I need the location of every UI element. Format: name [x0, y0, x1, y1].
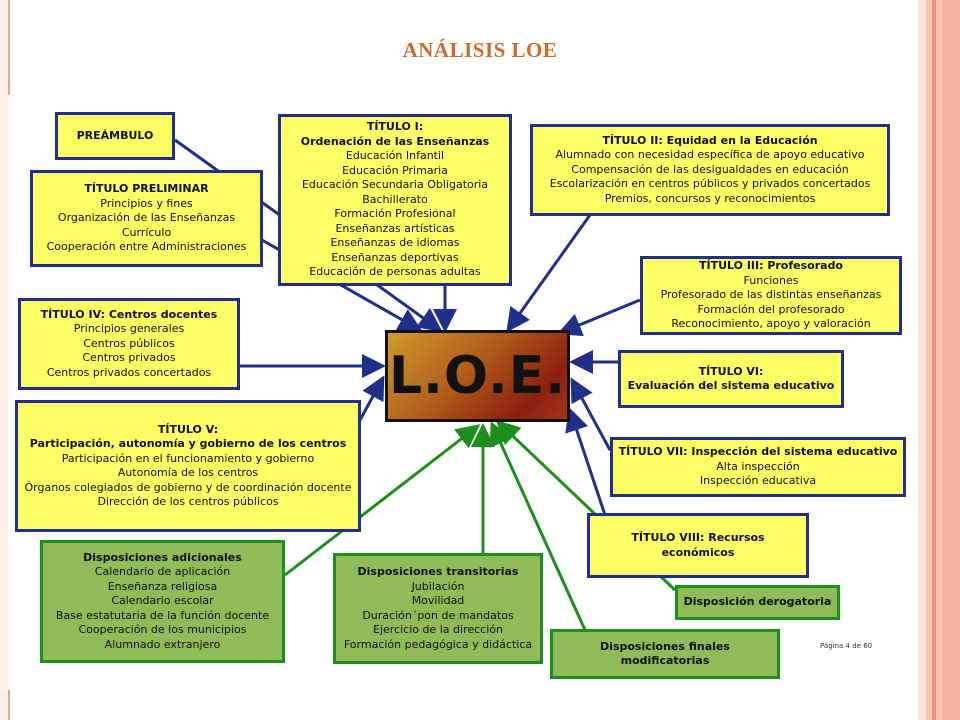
box-item: Duración´pon de mandatos	[362, 608, 514, 622]
box-item: Autonomía de los centros	[117, 466, 259, 479]
box-header: TÍTULO VII: Inspección del sistema educa…	[618, 445, 898, 459]
box-header: TÍTULO PRELIMINAR	[84, 182, 209, 196]
box-subheader: Participación, autonomía y gobierno de l…	[29, 437, 347, 450]
box-item: Formación del profesorado	[697, 302, 845, 316]
box-item: Inspección educativa	[699, 474, 817, 488]
box-header: TÍTULO V:	[157, 422, 219, 436]
box-item: Jubilación	[411, 579, 465, 593]
box-header: TÍTULO VIII: Recursos económicos	[631, 531, 765, 559]
box-item: Bachillerato	[362, 192, 428, 206]
box-titulo-5: TÍTULO V: Participación, autonomía y gob…	[15, 400, 361, 532]
box-item: Cooperación de los municipios	[78, 623, 247, 637]
box-header: Disposición derogatoria	[683, 595, 832, 609]
box-item: Principios y fines	[100, 196, 193, 210]
box-titulo-2: TÍTULO II: Equidad en la Educación Alumn…	[530, 124, 890, 216]
box-disposiciones-finales: Disposiciones finales modificatorias	[550, 629, 780, 679]
box-item: Centros privados	[82, 351, 176, 365]
box-titulo-8: TÍTULO VIII: Recursos económicos	[587, 513, 809, 578]
box-disposiciones-transitorias: Disposiciones transitorias Jubilación Mo…	[333, 553, 543, 664]
box-item: Participación en el funcionamiento y gob…	[61, 451, 315, 465]
box-item: Reconocimiento, apoyo y valoración	[671, 317, 871, 331]
box-disposicion-derogatoria: Disposición derogatoria	[675, 585, 840, 620]
box-item: Funciones	[743, 273, 799, 287]
loe-center-label: L.O.E.	[389, 346, 566, 406]
box-item: Órganos colegiados de gobierno y de coor…	[24, 480, 352, 494]
page-number: Página 4 de 60	[820, 642, 873, 650]
box-header: Disposiciones transitorias	[357, 565, 519, 578]
box-item: Enseñanza religiosa	[107, 579, 218, 593]
left-margin-line	[8, 0, 10, 95]
box-item: Educación Primaria	[342, 163, 448, 177]
box-item: Educación de personas adultas	[309, 265, 481, 279]
box-subheader: Evaluación del sistema educativo	[627, 379, 835, 392]
box-item: Alta inspección	[716, 459, 800, 473]
box-item: Calendario de aplicación	[94, 565, 231, 579]
box-item: Dirección de los centros públicos	[97, 495, 279, 508]
arrow-titulo-7	[570, 377, 612, 451]
box-item: Formación Profesional	[334, 207, 456, 221]
box-titulo-preliminar: TÍTULO PRELIMINAR Principios y fines Org…	[30, 170, 263, 267]
box-item: Enseñanzas de idiomas	[330, 236, 460, 250]
arrow-disp-finales	[489, 421, 587, 631]
box-item: Centros privados concertados	[46, 365, 212, 379]
box-item: Currículo	[121, 225, 172, 239]
box-item: Principios generales	[73, 322, 185, 336]
box-item: Centros públicos	[83, 336, 175, 350]
box-header: PREÁMBULO	[76, 128, 154, 142]
box-header: Disposiciones adicionales	[83, 550, 242, 564]
box-item: Movilidad	[411, 594, 465, 607]
box-titulo-6: TÍTULO VI: Evaluación del sistema educat…	[618, 350, 844, 408]
loe-center-node: L.O.E.	[385, 330, 570, 422]
box-item: Calendario escolar	[111, 594, 214, 608]
box-titulo-3: TÍTULO III: Profesorado Funciones Profes…	[640, 256, 902, 335]
left-margin-band	[0, 0, 8, 720]
box-header: Disposiciones finales modificatorias	[600, 639, 730, 668]
box-item: Ejercicio de la dirección	[373, 623, 503, 636]
box-header: TÍTULO I:	[366, 120, 424, 134]
box-item: Enseñanzas artísticas	[335, 221, 455, 235]
box-disposiciones-adicionales: Disposiciones adicionales Calendario de …	[40, 540, 285, 663]
box-header: TÍTULO II: Equidad en la Educación	[602, 133, 818, 147]
arrow-titulo-8	[565, 407, 607, 516]
box-item: Alumnado extranjero	[104, 637, 221, 651]
box-header: TÍTULO III: Profesorado	[698, 259, 843, 273]
box-item: Premios, concursos y reconocimientos	[604, 191, 816, 205]
box-header: TÍTULO VI:	[698, 364, 764, 378]
box-item: Formación pedagógica y didáctica	[343, 637, 533, 651]
box-item: Enseñanzas deportivas	[331, 250, 459, 264]
box-titulo-1: TÍTULO I: Ordenación de las Enseñanzas E…	[278, 114, 512, 286]
box-subheader: Ordenación de las Enseñanzas	[300, 134, 490, 148]
arrow-disp-adicionales	[284, 424, 481, 577]
right-margin-bands	[918, 0, 960, 720]
box-item: Organización de las Enseñanzas	[57, 211, 236, 225]
box-header: TÍTULO IV: Centros docentes	[40, 307, 218, 321]
box-item: Base estatutaria de la función docente	[55, 608, 270, 622]
slide-title: ANÁLISIS LOE	[402, 38, 558, 62]
left-margin-line-bottom	[8, 690, 10, 720]
box-item: Educación Infantil	[345, 149, 445, 163]
box-item: Cooperación entre Administraciones	[46, 240, 247, 254]
box-titulo-7: TÍTULO VII: Inspección del sistema educa…	[610, 437, 906, 497]
box-preambulo: PREÁMBULO	[55, 112, 175, 160]
arrow-titulo-3	[557, 298, 641, 337]
arrow-titulo-5	[358, 375, 385, 421]
box-item: Alumnado con necesidad específica de apo…	[555, 148, 865, 162]
box-item: Profesorado de las distintas enseñanzas	[660, 288, 882, 302]
box-item: Educación Secundaria Obligatoria	[301, 178, 489, 192]
box-titulo-4: TÍTULO IV: Centros docentes Principios g…	[18, 298, 240, 390]
box-item: Compensación de las desigualdades en edu…	[571, 162, 849, 176]
arrow-titulo-2	[506, 214, 592, 333]
box-item: Escolarización en centros públicos y pri…	[549, 177, 871, 191]
